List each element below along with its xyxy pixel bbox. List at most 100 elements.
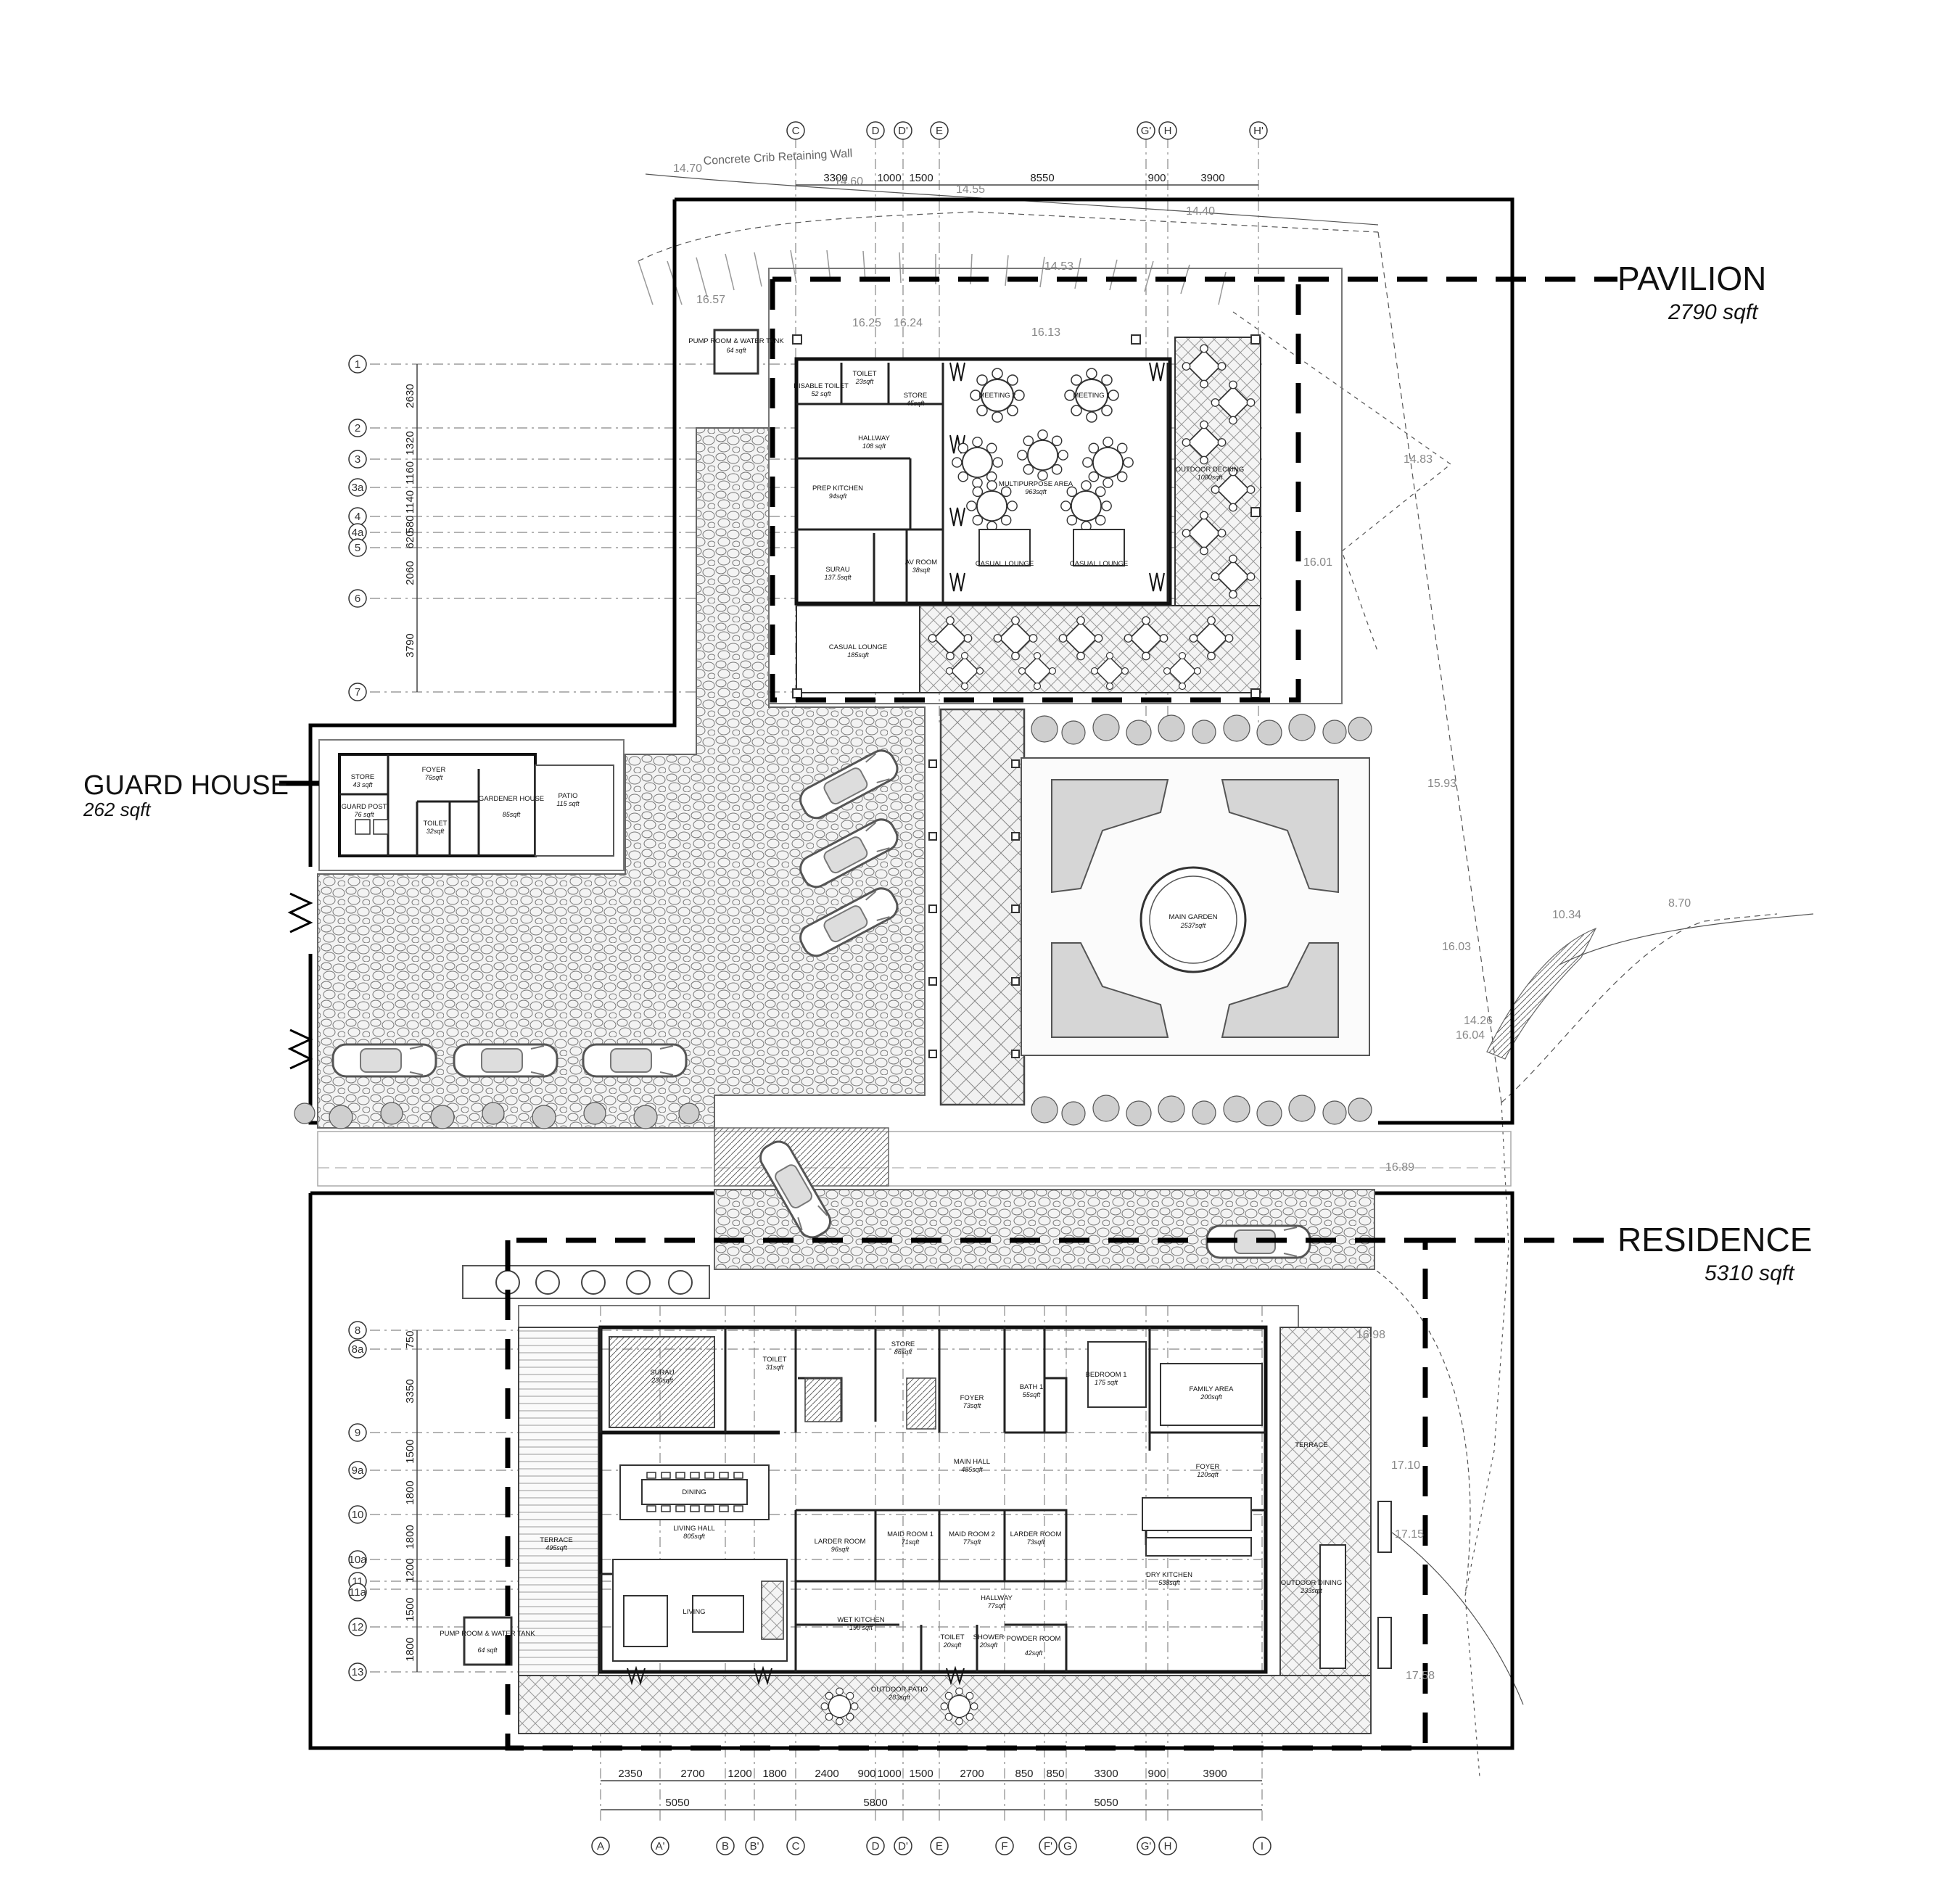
zone-titles: PAVILION 2790 sqft RESIDENCE 5310 sqft G… [83, 260, 1812, 1285]
dim-text: 900 [857, 1768, 875, 1780]
svg-text:FOYER: FOYER [422, 766, 446, 774]
svg-text:LARDER ROOM: LARDER ROOM [1010, 1530, 1062, 1538]
grid-label: 10a [348, 1554, 367, 1566]
grid-label: H' [1253, 125, 1264, 137]
svg-text:495sqft: 495sqft [545, 1544, 567, 1551]
svg-text:MULTIPURPOSE AREA: MULTIPURPOSE AREA [999, 480, 1073, 488]
dim-text: 2700 [680, 1768, 704, 1780]
svg-text:14.83: 14.83 [1404, 453, 1433, 466]
svg-text:31sqft: 31sqft [766, 1364, 784, 1371]
svg-text:17.58: 17.58 [1406, 1670, 1435, 1682]
svg-text:STORE: STORE [891, 1340, 915, 1348]
spot-levels: 14.70 14.60 14.55 14.40 14.53 16.57 16.2… [673, 162, 1691, 1682]
dim-text: 1500 [404, 1597, 416, 1621]
svg-text:15.93: 15.93 [1427, 778, 1456, 790]
svg-text:BEDROOM 1: BEDROOM 1 [1085, 1371, 1126, 1379]
dim-text: 1160 [404, 461, 416, 485]
dim-text: 1500 [909, 1768, 933, 1780]
dim-text: 1800 [404, 1637, 416, 1661]
svg-text:CASUAL LOUNGE: CASUAL LOUNGE [829, 643, 887, 651]
dim-text: 620 [404, 530, 416, 548]
svg-text:485sqft: 485sqft [961, 1466, 983, 1473]
dim-text: 750 [404, 1330, 416, 1348]
grid-label: B [722, 1840, 729, 1853]
grid-label: 8a [352, 1343, 364, 1356]
grid-bubbles-left-pavilion: 1 2 3 3a 4 4a 5 6 7 2630 1320 1160 1140 … [348, 355, 418, 701]
grid-bubbles-top: C D D' E G' H H' [786, 121, 1268, 140]
svg-text:805sqft: 805sqft [683, 1533, 705, 1540]
svg-text:233sqft: 233sqft [1300, 1587, 1322, 1594]
dim-text: 2700 [960, 1768, 984, 1780]
svg-text:STORE: STORE [904, 392, 928, 400]
grid-label: 2 [355, 422, 360, 434]
svg-text:MAIN GARDEN: MAIN GARDEN [1169, 913, 1217, 921]
grid-label: D [872, 125, 880, 137]
svg-text:77sqft: 77sqft [963, 1538, 981, 1546]
guard-house-building [287, 739, 625, 1070]
dim-text: 1320 [404, 431, 416, 455]
pavilion-title: PAVILION [1617, 260, 1766, 297]
dim-text: 900 [1147, 1768, 1166, 1780]
guard-house-area: 262 sqft [83, 799, 152, 820]
svg-text:17.15: 17.15 [1395, 1528, 1424, 1541]
svg-text:PUMP ROOM & WATER TANK: PUMP ROOM & WATER TANK [688, 337, 784, 345]
svg-text:WET KITCHEN: WET KITCHEN [837, 1616, 884, 1624]
svg-text:94sqft: 94sqft [829, 493, 847, 500]
grid-label: 4a [352, 527, 364, 539]
svg-text:236sqft: 236sqft [651, 1377, 673, 1384]
svg-text:16.13: 16.13 [1031, 326, 1060, 339]
grid-label: B' [750, 1840, 759, 1853]
svg-text:OUTDOOR DECKING: OUTDOOR DECKING [1176, 466, 1244, 474]
svg-text:CASUAL LOUNGE: CASUAL LOUNGE [976, 560, 1034, 568]
svg-text:76 sqft: 76 sqft [354, 811, 374, 818]
svg-text:32sqft: 32sqft [426, 828, 445, 835]
svg-text:PREP KITCHEN: PREP KITCHEN [812, 485, 863, 493]
svg-text:16.03: 16.03 [1442, 941, 1471, 953]
svg-text:MAID ROOM 1: MAID ROOM 1 [887, 1530, 933, 1538]
svg-text:2537sqft: 2537sqft [1180, 922, 1206, 929]
grid-label: 5 [355, 542, 360, 554]
dim-text: 5050 [665, 1797, 689, 1809]
dim-text: 580 [404, 515, 416, 533]
grid-label: A [597, 1840, 604, 1853]
dim-text: 3900 [1203, 1768, 1227, 1780]
svg-text:963sqft: 963sqft [1025, 488, 1047, 495]
svg-text:16.25: 16.25 [852, 317, 881, 329]
grid-label: 10 [352, 1509, 364, 1521]
dim-text: 2350 [618, 1768, 642, 1780]
svg-text:16.04: 16.04 [1456, 1029, 1485, 1042]
dim-text: 1500 [909, 172, 933, 184]
residence-area: 5310 sqft [1705, 1261, 1795, 1285]
grid-label: 9 [355, 1427, 360, 1439]
dimensions-bottom: 2350 2700 1200 1800 2400 900 1000 1500 2… [601, 1768, 1262, 1810]
grid-label: D' [898, 125, 908, 137]
retaining-wall-label: Concrete Crib Retaining Wall [703, 147, 852, 168]
svg-text:14.26: 14.26 [1464, 1015, 1493, 1027]
svg-text:FOYER: FOYER [960, 1394, 984, 1402]
dim-text: 850 [1015, 1768, 1033, 1780]
dim-text: 1000 [877, 172, 901, 184]
dim-text: 1200 [728, 1768, 751, 1780]
grid-label: H [1164, 125, 1172, 137]
svg-text:55sqft: 55sqft [1023, 1391, 1041, 1398]
grid-label: I [1261, 1840, 1264, 1853]
svg-text:175 sqft: 175 sqft [1095, 1379, 1118, 1386]
svg-text:76sqft: 76sqft [425, 774, 443, 781]
svg-text:DRY KITCHEN: DRY KITCHEN [1146, 1571, 1192, 1579]
svg-text:23sqft: 23sqft [855, 378, 874, 385]
grid-label: E [936, 1840, 943, 1853]
svg-text:SURAU: SURAU [825, 566, 849, 574]
dim-text: 3300 [823, 172, 847, 184]
grid-label: 1 [355, 358, 360, 371]
svg-text:LIVING HALL: LIVING HALL [673, 1525, 715, 1533]
svg-text:283sqft: 283sqft [888, 1694, 910, 1701]
svg-text:GARDENER HOUSE: GARDENER HOUSE [479, 795, 544, 803]
pavilion-building [713, 268, 1343, 704]
zone-boundaries [279, 276, 1617, 1751]
svg-text:HALLWAY: HALLWAY [858, 434, 890, 442]
svg-text:AV ROOM: AV ROOM [905, 559, 937, 566]
svg-text:SURAU: SURAU [650, 1369, 674, 1377]
svg-text:14.60: 14.60 [834, 176, 863, 188]
dim-text: 5800 [863, 1797, 887, 1809]
